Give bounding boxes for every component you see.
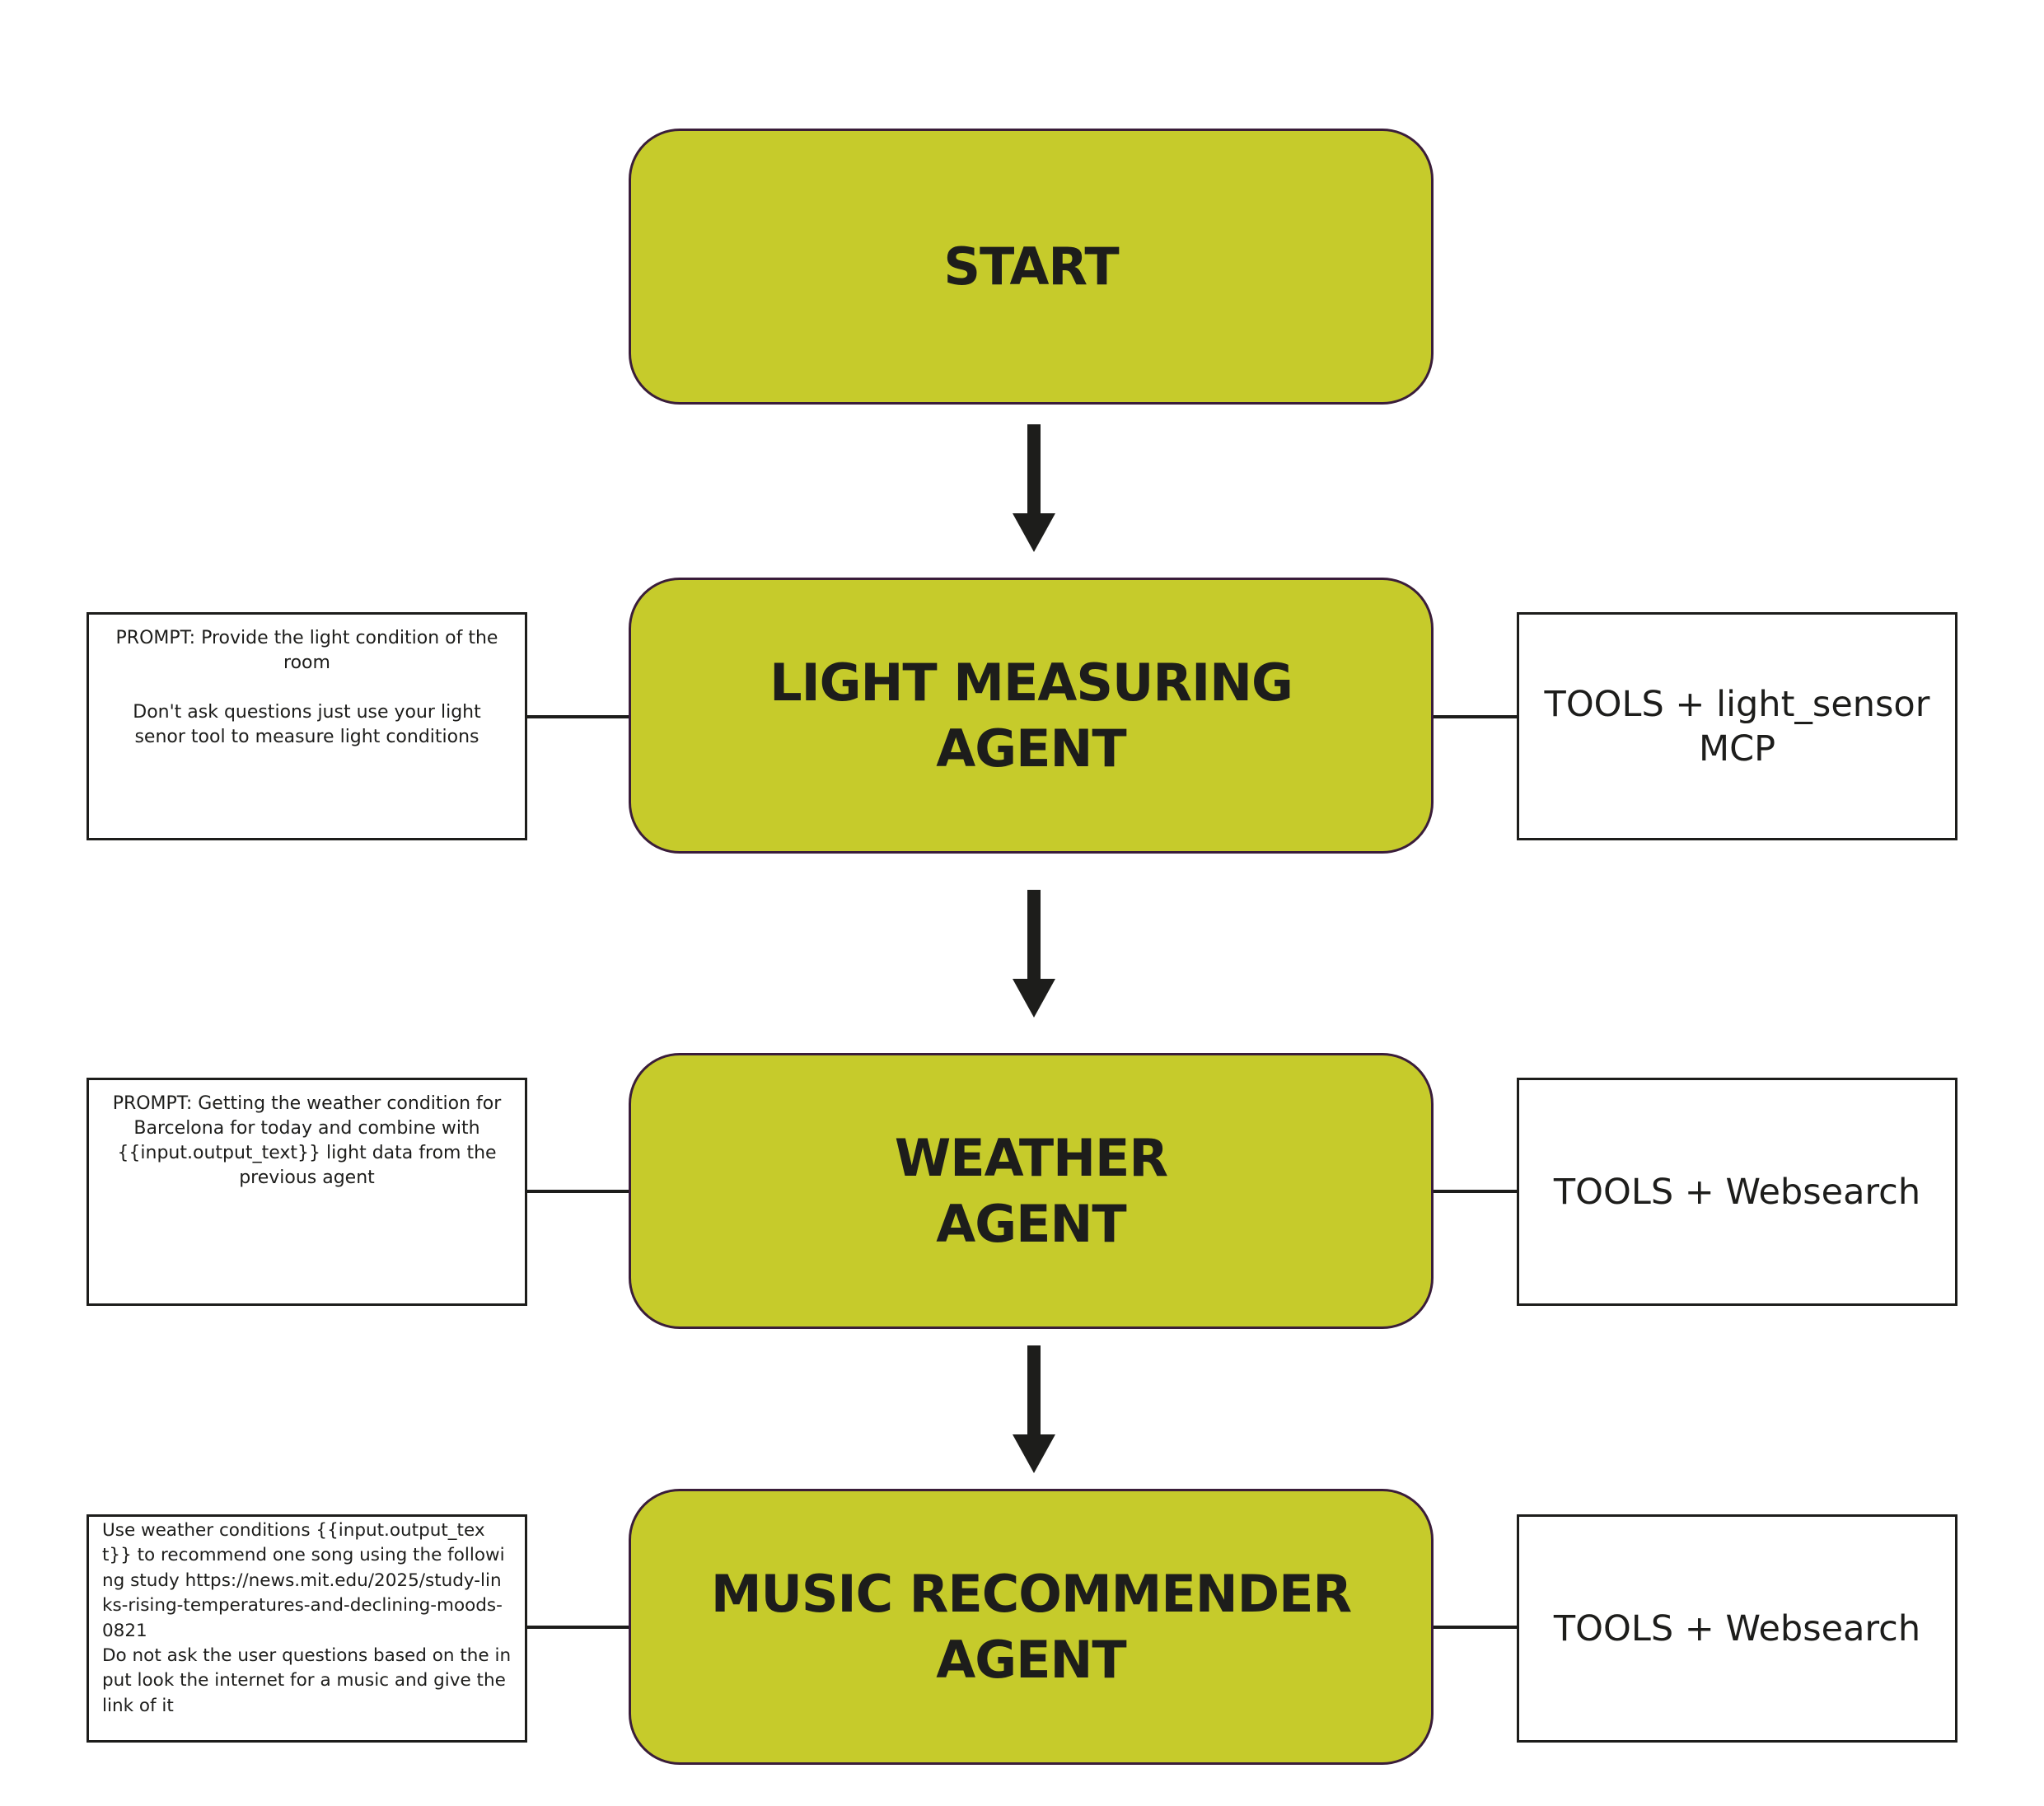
light-agent-prompt-box: PROMPT: Provide the light condition of t… xyxy=(87,612,527,840)
music-prompt-instruction: Do not ask the user questions based on t… xyxy=(102,1645,512,1716)
music-agent-prompt-box: Use weather conditions {{input.output_te… xyxy=(87,1514,527,1743)
weather-agent-node: WEATHER AGENT xyxy=(629,1053,1434,1329)
light-agent-tools-box: TOOLS + light_sensor MCP xyxy=(1517,612,1957,840)
weather-tools-label: TOOLS + Websearch xyxy=(1553,1171,1921,1213)
arrow-start-to-light xyxy=(1013,424,1055,552)
weather-agent-label-line1: WEATHER xyxy=(894,1127,1168,1188)
connector-weather-prompt xyxy=(527,1190,629,1193)
weather-prompt-text: PROMPT: Getting the weather condition fo… xyxy=(112,1093,507,1188)
music-prompt-text: Use weather conditions {{input.output_te… xyxy=(102,1520,505,1641)
weather-agent-label-line2: AGENT xyxy=(936,1193,1126,1254)
connector-weather-tools xyxy=(1434,1190,1517,1193)
music-agent-tools-box: TOOLS + Websearch xyxy=(1517,1514,1957,1743)
light-agent-label-line1: LIGHT MEASURING xyxy=(769,652,1293,713)
weather-agent-prompt-box: PROMPT: Getting the weather condition fo… xyxy=(87,1078,527,1306)
music-agent-label-line2: AGENT xyxy=(936,1629,1126,1690)
music-tools-label: TOOLS + Websearch xyxy=(1553,1607,1921,1649)
light-agent-label-line2: AGENT xyxy=(936,718,1126,779)
arrow-weather-to-music xyxy=(1013,1345,1055,1473)
start-node: START xyxy=(629,129,1434,405)
connector-music-prompt xyxy=(527,1626,629,1629)
light-measuring-agent-node: LIGHT MEASURING AGENT xyxy=(629,578,1434,854)
connector-music-tools xyxy=(1434,1626,1517,1629)
arrow-light-to-weather xyxy=(1013,890,1055,1018)
connector-light-prompt xyxy=(527,715,629,718)
music-recommender-agent-node: MUSIC RECOMMENDER AGENT xyxy=(629,1489,1434,1765)
start-node-label: START xyxy=(943,236,1119,297)
light-prompt-instruction: Don't ask questions just use your light … xyxy=(133,702,487,747)
light-tools-label: TOOLS + light_sensor MCP xyxy=(1544,683,1930,770)
light-prompt-text: PROMPT: Provide the light condition of t… xyxy=(115,628,504,673)
music-agent-label-line1: MUSIC RECOMMENDER xyxy=(710,1563,1352,1624)
connector-light-tools xyxy=(1434,715,1517,718)
weather-agent-tools-box: TOOLS + Websearch xyxy=(1517,1078,1957,1306)
